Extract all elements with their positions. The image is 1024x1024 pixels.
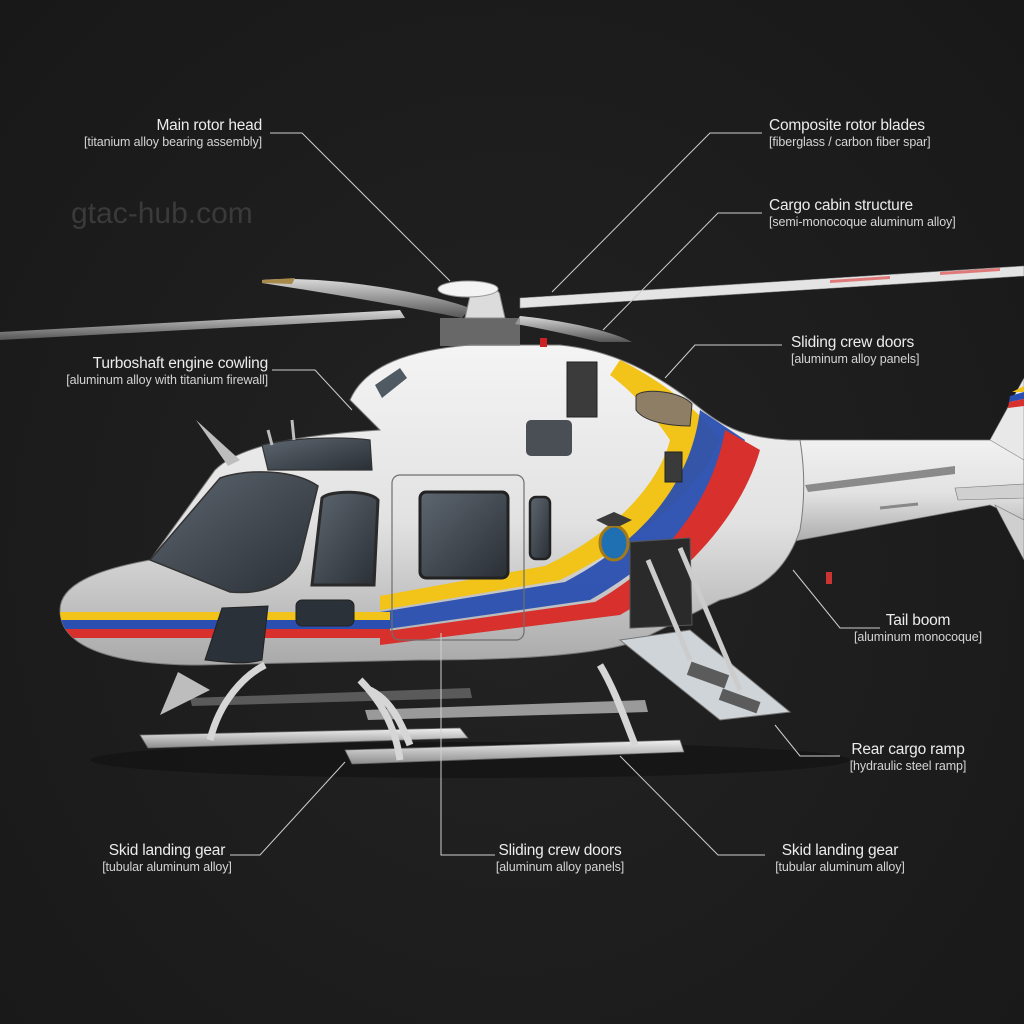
callout-title: Skid landing gear xyxy=(781,842,899,859)
callout-material: [fiberglass / carbon fiber spar] xyxy=(769,134,931,149)
leader-turboshaft-engine-cowling xyxy=(272,369,353,411)
leader-skid-landing-gear-right xyxy=(619,755,765,856)
callout-material: [tubular aluminum alloy] xyxy=(102,859,232,874)
callout-title: Sliding crew doors xyxy=(498,842,622,859)
leader-skid-landing-gear-left xyxy=(230,761,346,856)
callout-material: [titanium alloy bearing assembly] xyxy=(83,134,262,149)
leader-sliding-crew-doors-lower xyxy=(440,633,495,856)
callout-material: [aluminum alloy panels] xyxy=(495,859,625,874)
callout-rear-cargo-ramp: Rear cargo ramp [hydraulic steel ramp] xyxy=(843,741,973,773)
rear-cargo-ramp-shape xyxy=(618,547,792,721)
leader-main-rotor-head xyxy=(270,132,451,282)
callout-sliding-crew-doors-upper: Sliding crew doors [aluminum alloy panel… xyxy=(791,334,919,366)
callout-material: [tubular aluminum alloy] xyxy=(775,859,905,874)
leader-cargo-cabin-structure xyxy=(602,212,762,331)
callout-sliding-crew-doors-lower: Sliding crew doors [aluminum alloy panel… xyxy=(490,842,630,874)
leader-rear-cargo-ramp xyxy=(774,724,840,757)
callout-material: [aluminum monocoque] xyxy=(854,629,982,644)
leader-composite-rotor-blades xyxy=(551,132,762,293)
callout-material: [aluminum alloy panels] xyxy=(791,351,920,366)
callout-turboshaft-engine-cowling: Turboshaft engine cowling [aluminum allo… xyxy=(66,355,268,387)
callout-title: Turboshaft engine cowling xyxy=(92,355,269,372)
callout-title: Tail boom xyxy=(885,612,951,629)
callout-material: [semi-monocoque aluminum alloy] xyxy=(769,214,956,229)
callout-main-rotor-head: Main rotor head [titanium alloy bearing … xyxy=(84,117,262,149)
callout-title: Main rotor head xyxy=(156,117,262,134)
skid-landing-gear-shape xyxy=(139,661,685,765)
fuselage-shape xyxy=(59,344,805,666)
callout-material: [aluminum alloy with titanium firewall] xyxy=(66,372,268,387)
callout-cargo-cabin-structure: Cargo cabin structure [semi-monocoque al… xyxy=(769,197,956,229)
callout-tail-boom: Tail boom [aluminum monocoque] xyxy=(845,612,991,644)
coat-of-arms-emblem xyxy=(596,512,632,562)
main-rotor-shape xyxy=(0,265,1024,347)
callout-title: Sliding crew doors xyxy=(791,334,915,351)
leader-lines xyxy=(230,132,880,856)
callout-title: Composite rotor blades xyxy=(769,117,925,134)
callout-title: Cargo cabin structure xyxy=(769,197,913,214)
callout-title: Skid landing gear xyxy=(108,842,226,859)
callout-composite-rotor-blades: Composite rotor blades [fiberglass / car… xyxy=(769,117,931,149)
watermark: gtac-hub.com xyxy=(71,197,253,230)
callout-title: Rear cargo ramp xyxy=(851,741,965,758)
callout-skid-landing-gear-right: Skid landing gear [tubular aluminum allo… xyxy=(767,842,913,874)
callout-skid-landing-gear-left: Skid landing gear [tubular aluminum allo… xyxy=(94,842,240,874)
leader-tail-boom xyxy=(792,569,880,629)
leader-sliding-crew-doors-upper xyxy=(664,344,782,379)
callout-material: [hydraulic steel ramp] xyxy=(849,758,967,773)
